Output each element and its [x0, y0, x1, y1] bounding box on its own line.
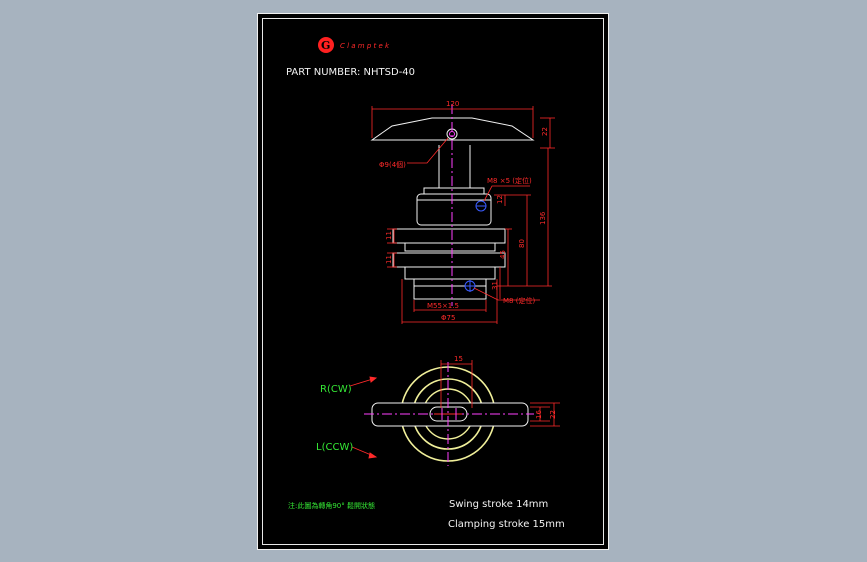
dim-12: 12: [496, 195, 504, 204]
dim-plan-22: 22: [549, 410, 557, 419]
dim-11-lower: 11: [385, 255, 393, 264]
upper-flange: [392, 228, 506, 244]
ccw-arrowhead: [368, 452, 378, 459]
upper-body: [416, 193, 492, 226]
label-counterclockwise: L(CCW): [316, 442, 353, 453]
body-cap: [423, 187, 485, 195]
note-clamping-stroke: Clamping stroke 15mm: [448, 519, 565, 530]
plan-dimensions: [440, 360, 560, 427]
dim-thread-side: M8 (定位): [503, 296, 535, 305]
logo-letter: G: [321, 39, 330, 52]
sheet-inner-border: [262, 18, 604, 545]
dim-plan-width: 15: [454, 355, 463, 363]
elevation-dimensions: [371, 106, 555, 324]
dim-31: 31: [491, 281, 499, 290]
dim-top-width: 120: [446, 100, 459, 108]
dim-136: 136: [539, 211, 547, 225]
cw-arrowhead: [369, 376, 378, 383]
logo-mark: [318, 37, 334, 53]
dim-thread-top: M8 ×5 (定位): [487, 176, 532, 185]
elevation-dimension-text: 120 22 136 80 45 12 11 11 31 M55×1.5 Φ75…: [379, 100, 549, 322]
lower-flange: [392, 252, 506, 268]
note-swing-stroke: Swing stroke 14mm: [449, 499, 548, 510]
company-logo: G C l a m p t e k: [318, 37, 390, 53]
dim-11-upper: 11: [385, 231, 393, 240]
part-number-label: PART NUMBER: NHTSD-40: [286, 67, 415, 78]
drawing-sheet: [257, 13, 609, 550]
shank-outline: [413, 279, 487, 300]
direction-arrows: [349, 376, 378, 459]
lower-body: [404, 266, 496, 280]
dim-pin-hole: Φ9(4個): [379, 160, 406, 169]
logo-text: C l a m p t e k: [340, 42, 390, 50]
note-chinese: 注:此圖為轉角90° 鬆開狀態: [288, 501, 375, 510]
label-clockwise: R(CW): [320, 384, 352, 395]
elevation-view: [370, 104, 535, 306]
dim-80: 80: [518, 239, 526, 248]
dim-diameter-body: Φ75: [441, 314, 455, 322]
dim-thread-body: M55×1.5: [427, 302, 459, 310]
dim-45: 45: [499, 250, 507, 259]
stem-outline: [438, 145, 471, 189]
dim-plan-16: 16: [535, 410, 543, 419]
neck: [404, 242, 496, 252]
dim-handle-height: 22: [541, 127, 549, 136]
plan-view: [364, 362, 534, 466]
